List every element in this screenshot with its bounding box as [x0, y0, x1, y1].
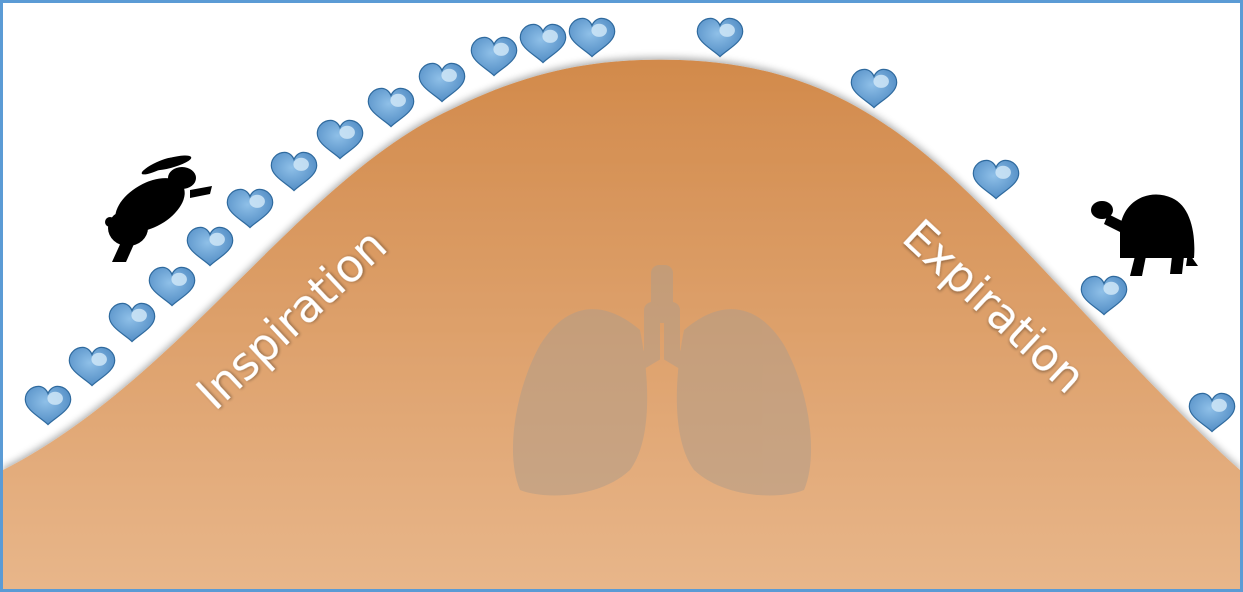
heart-icon: [1189, 393, 1234, 431]
heart-icon: [109, 303, 154, 341]
heart-icon: [1081, 276, 1126, 314]
heart-icon: [25, 386, 70, 424]
breathing-diagram: Inspiration Expiration: [3, 3, 1240, 589]
heart-icon: [149, 267, 194, 305]
heart-icon: [569, 18, 614, 56]
heart-icon: [520, 24, 565, 62]
heart-icon: [368, 88, 413, 126]
heart-icon: [697, 18, 742, 56]
heart-icon: [69, 347, 114, 385]
heart-icon: [187, 227, 232, 265]
heart-icon: [227, 189, 272, 227]
heart-icon: [419, 63, 464, 101]
turtle-icon: [1091, 195, 1198, 276]
heart-icon: [317, 120, 362, 158]
heart-icon: [471, 37, 516, 75]
heart-icon: [271, 152, 316, 190]
heart-icon: [851, 69, 896, 107]
heart-icon: [973, 160, 1018, 198]
